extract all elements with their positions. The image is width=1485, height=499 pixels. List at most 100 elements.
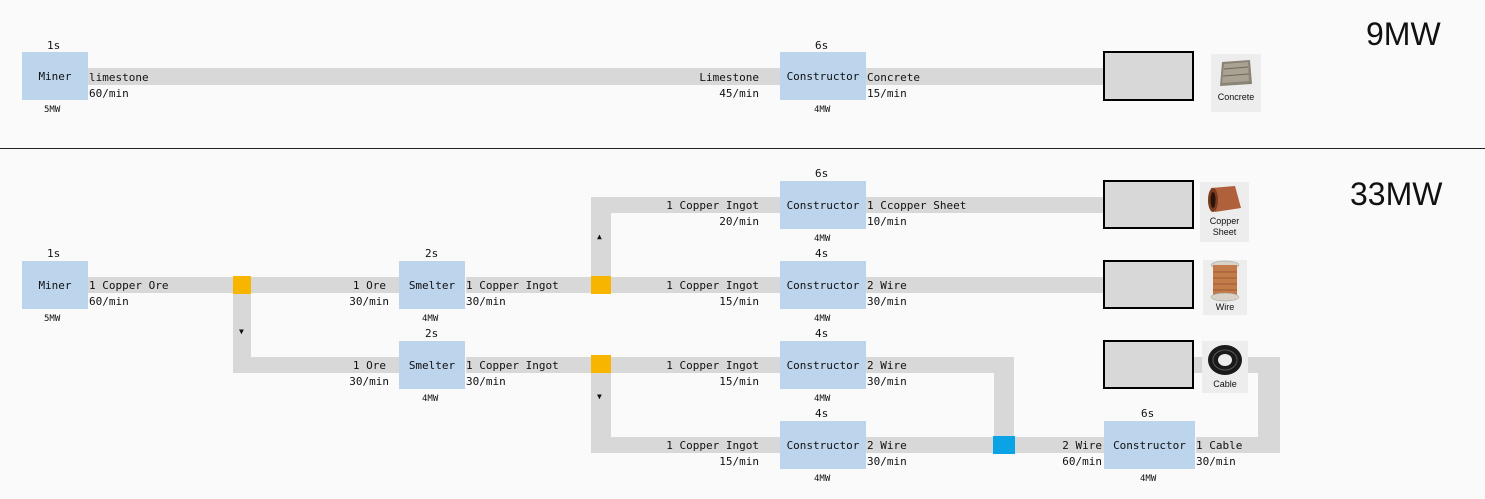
splitter-ore[interactable] <box>233 276 251 294</box>
sheet-time: 6s <box>815 167 829 180</box>
belt-wire2-down <box>994 357 1014 453</box>
constructor-label: Constructor <box>786 438 860 452</box>
constructor-wire1-node[interactable]: Constructor <box>780 261 866 309</box>
wire3-input-rate: 15/min <box>719 455 759 468</box>
product-copper-sheet: Copper Sheet <box>1200 182 1249 242</box>
smelter2-output-rate: 30/min <box>466 375 506 388</box>
smelter1-output-rate: 30/min <box>466 295 506 308</box>
product-label: Concrete <box>1217 92 1255 102</box>
belt-wire3-out <box>866 437 1104 453</box>
cable-coil-icon <box>1208 345 1242 375</box>
cable-input-item: 2 Wire <box>1062 439 1102 452</box>
smelter2-power: 4MW <box>422 394 439 404</box>
copper-sheet-icon <box>1207 186 1241 212</box>
splitter-ingot-upper[interactable] <box>591 276 611 294</box>
smelter1-label: Smelter <box>408 278 456 292</box>
miner2-node[interactable]: Miner <box>22 261 88 309</box>
miner-label: Miner <box>38 69 72 83</box>
product-cable: Cable <box>1202 341 1248 393</box>
sheet-power: 4MW <box>814 234 831 244</box>
belt-ingot-lower <box>466 357 780 373</box>
constructor-label: Constructor <box>1113 438 1186 452</box>
product-label: Wire <box>1215 302 1235 312</box>
belt-ingot-upper <box>466 277 780 293</box>
wire1-input-item: 1 Copper Ingot <box>666 279 759 292</box>
miner-node[interactable]: Miner <box>22 52 88 100</box>
wire1-output-item: 2 Wire <box>867 279 907 292</box>
wire1-output-rate: 30/min <box>867 295 907 308</box>
cable-time: 6s <box>1141 407 1155 420</box>
sheet-input-item: 1 Copper Ingot <box>666 199 759 212</box>
constructor-node[interactable]: Constructor <box>780 52 866 100</box>
constructor-cable-node[interactable]: Constructor <box>1104 421 1195 469</box>
product-wire: Wire <box>1203 260 1247 315</box>
constructor-label: Constructor <box>786 198 860 212</box>
product-concrete: Concrete <box>1211 54 1261 112</box>
smelter2-label: Smelter <box>408 358 456 372</box>
belt-ingot-sheet <box>591 197 780 213</box>
constructor-time: 6s <box>815 39 829 52</box>
wire3-power: 4MW <box>814 474 831 484</box>
wire3-output-item: 2 Wire <box>867 439 907 452</box>
constructor-wire3-node[interactable]: Constructor <box>780 421 866 469</box>
belt-wire2-out <box>866 357 1014 373</box>
belt-ingot-down <box>591 357 611 453</box>
constructor-label: Constructor <box>786 69 860 83</box>
miner-output-rate: 60/min <box>89 87 129 100</box>
belt-ore-down <box>233 277 251 373</box>
splitter-ingot-lower[interactable] <box>591 355 611 373</box>
constructor-output-rate: 15/min <box>867 87 907 100</box>
smelter2-output-item: 1 Copper Ingot <box>466 359 559 372</box>
merger-wire[interactable] <box>993 436 1015 454</box>
cable-input-rate: 60/min <box>1062 455 1102 468</box>
cable-output-rate: 30/min <box>1196 455 1236 468</box>
arrow-up-icon: ▲ <box>597 232 602 241</box>
wire1-time: 4s <box>815 247 829 260</box>
wire2-time: 4s <box>815 327 829 340</box>
miner2-output-rate: 60/min <box>89 295 129 308</box>
sheet-output-rate: 10/min <box>867 215 907 228</box>
miner2-power: 5MW <box>44 314 61 324</box>
product-label: Sheet <box>1212 227 1237 237</box>
belt-ingot-wire3 <box>591 437 780 453</box>
output-sink-sheet[interactable] <box>1103 180 1194 229</box>
smelter1-output-item: 1 Copper Ingot <box>466 279 559 292</box>
product-label: Cable <box>1213 379 1237 389</box>
wire2-power: 4MW <box>814 394 831 404</box>
smelter2-node[interactable]: Smelter <box>399 341 465 389</box>
smelter2-input-rate: 30/min <box>349 375 389 388</box>
constructor-output-item: Concrete <box>867 71 920 84</box>
constructor-input-item: Limestone <box>699 71 759 84</box>
sheet-output-item: 1 Ccopper Sheet <box>867 199 967 212</box>
section1-power: 9MW <box>1366 16 1441 52</box>
section-divider <box>0 148 1485 149</box>
belt-limestone <box>68 68 1193 85</box>
belt-ore-lower <box>233 357 400 373</box>
output-sink-concrete[interactable] <box>1103 51 1194 101</box>
miner2-time: 1s <box>47 247 61 260</box>
smelter1-power: 4MW <box>422 314 439 324</box>
wire2-output-rate: 30/min <box>867 375 907 388</box>
wire2-input-rate: 15/min <box>719 375 759 388</box>
wire3-output-rate: 30/min <box>867 455 907 468</box>
arrow-down-icon: ▼ <box>597 392 602 401</box>
constructor-label: Constructor <box>786 278 860 292</box>
cable-power: 4MW <box>1140 474 1157 484</box>
smelter1-input-rate: 30/min <box>349 295 389 308</box>
constructor-sheet-node[interactable]: Constructor <box>780 181 866 229</box>
wire3-time: 4s <box>815 407 829 420</box>
miner-output-item: limestone <box>89 71 149 84</box>
output-sink-cable[interactable] <box>1103 340 1194 389</box>
miner2-label: Miner <box>38 278 72 292</box>
smelter1-input-item: 1 Ore <box>352 279 386 292</box>
product-label: Copper <box>1209 216 1240 226</box>
constructor-wire2-node[interactable]: Constructor <box>780 341 866 389</box>
miner-time: 1s <box>47 39 61 52</box>
output-sink-wire[interactable] <box>1103 260 1194 309</box>
smelter2-time: 2s <box>425 327 439 340</box>
constructor-power: 4MW <box>814 105 831 115</box>
section2-power: 33MW <box>1350 176 1443 212</box>
smelter1-node[interactable]: Smelter <box>399 261 465 309</box>
smelter2-input-item: 1 Ore <box>352 359 386 372</box>
wire1-power: 4MW <box>814 314 831 324</box>
